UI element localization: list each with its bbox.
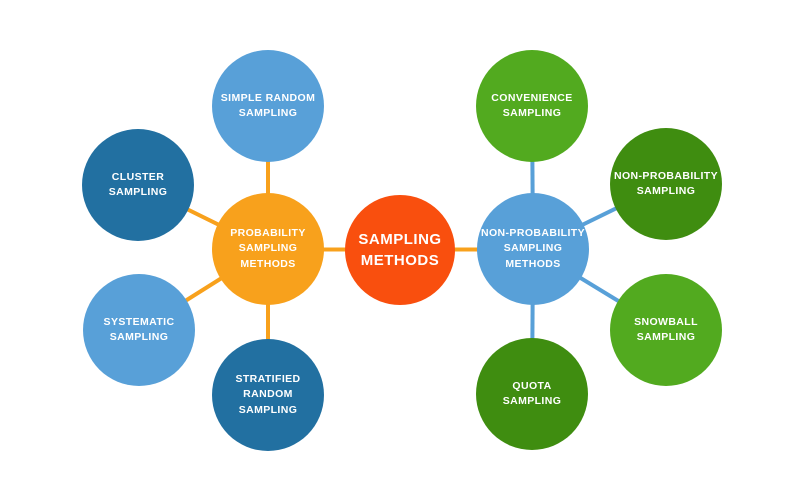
node-probability-sampling-hub: PROBABILITY SAMPLING METHODS	[212, 193, 324, 305]
node-systematic-sampling: SYSTEMATIC SAMPLING	[83, 274, 195, 386]
node-label: QUOTA SAMPLING	[502, 379, 562, 407]
node-label: STRATIFIED RANDOM SAMPLING	[235, 373, 301, 416]
node-label: SYSTEMATIC SAMPLING	[103, 315, 175, 343]
node-cluster-sampling: CLUSTER SAMPLING	[82, 129, 194, 241]
node-sampling-methods-central: SAMPLING METHODS	[345, 195, 455, 305]
node-label: SAMPLING METHODS	[358, 231, 442, 269]
node-snowball-sampling: SNOWBALL SAMPLING	[610, 274, 722, 386]
node-label: CONVENIENCE SAMPLING	[491, 91, 573, 119]
node-label: CLUSTER SAMPLING	[108, 170, 168, 198]
node-non-probability-sampling-satellite: NON-PROBABILITY SAMPLING	[610, 128, 722, 240]
node-non-probability-sampling-hub: NON-PROBABILITY SAMPLING METHODS	[477, 193, 589, 305]
node-label: NON-PROBABILITY SAMPLING	[614, 169, 718, 197]
node-simple-random-sampling: SIMPLE RANDOM SAMPLING	[212, 50, 324, 162]
node-quota-sampling: QUOTA SAMPLING	[476, 338, 588, 450]
node-convenience-sampling: CONVENIENCE SAMPLING	[476, 50, 588, 162]
node-label: SNOWBALL SAMPLING	[634, 315, 698, 343]
node-stratified-random-sampling: STRATIFIED RANDOM SAMPLING	[212, 339, 324, 451]
node-label: PROBABILITY SAMPLING METHODS	[230, 227, 306, 270]
node-label: NON-PROBABILITY SAMPLING METHODS	[481, 227, 585, 270]
node-label: SIMPLE RANDOM SAMPLING	[220, 91, 316, 119]
